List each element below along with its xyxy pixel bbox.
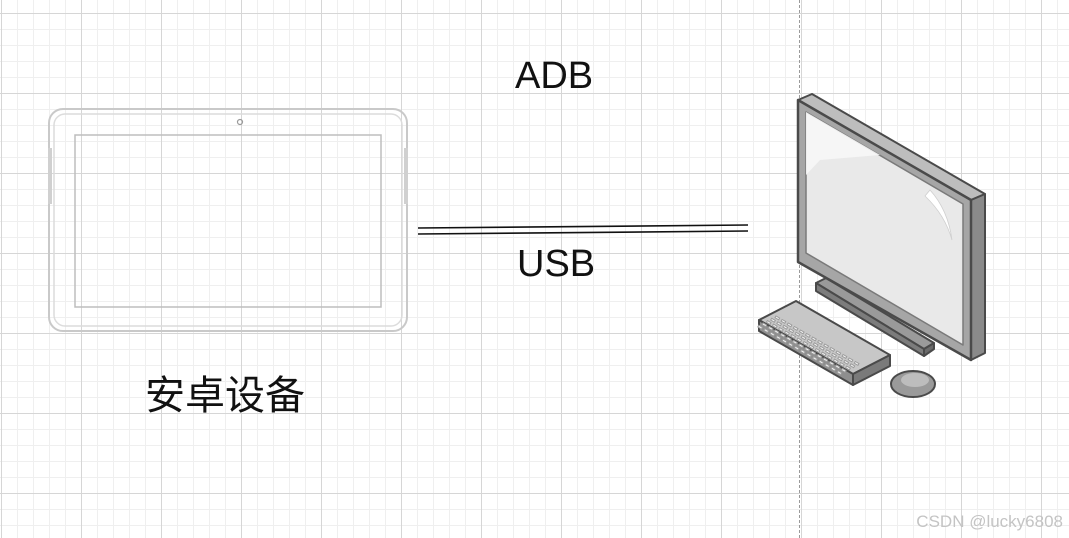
keyboard-key — [830, 366, 837, 372]
keyboard-key — [828, 360, 835, 366]
keyboard-key — [818, 359, 825, 365]
keyboard-key — [804, 346, 811, 352]
keyboard-key — [832, 358, 839, 364]
keyboard-key — [775, 335, 782, 341]
keyboard-key — [810, 350, 817, 356]
keyboard-key — [849, 363, 856, 369]
keyboard-key — [822, 357, 829, 363]
keyboard-key — [777, 326, 784, 333]
keyboard-key — [853, 360, 860, 367]
keyboard-key — [810, 336, 817, 342]
keyboard-key — [757, 324, 764, 330]
keyboard-key — [774, 315, 781, 321]
keyboard-key — [845, 365, 852, 371]
keyboard-key — [808, 344, 815, 350]
keyboard-key — [802, 340, 809, 347]
android-device-label: 安卓设备 — [145, 373, 305, 419]
keyboard-key — [790, 333, 797, 340]
usb-label: USB — [517, 243, 596, 285]
keyboard-key — [785, 336, 792, 342]
keyboard-key — [804, 332, 811, 339]
dashed-divider-line — [799, 0, 800, 538]
keyboard-key — [814, 347, 821, 354]
keyboard-key — [794, 331, 801, 337]
keyboard-key — [787, 342, 794, 348]
keyboard-key — [818, 345, 825, 351]
keyboard-key — [841, 353, 848, 360]
keyboard-key — [817, 339, 824, 346]
keyboard-key — [820, 351, 827, 357]
keyboard-key — [773, 329, 780, 335]
watermark: CSDN @lucky6808 — [916, 512, 1063, 531]
keyboard-key — [805, 352, 812, 358]
keyboard-key — [831, 352, 838, 358]
keyboard-key — [823, 343, 830, 349]
keyboard-key — [791, 339, 798, 345]
keyboard-key — [799, 349, 806, 355]
keyboard-key — [769, 331, 776, 337]
keyboard-key — [796, 337, 803, 343]
keyboard-key — [765, 319, 772, 326]
keyboard-key — [798, 329, 805, 335]
keyboard-key — [763, 328, 770, 334]
keyboard-key — [812, 356, 819, 362]
keyboard-key — [829, 346, 836, 353]
keyboard-key — [782, 324, 789, 330]
keyboard-key — [836, 370, 843, 376]
keyboard-key — [786, 322, 793, 328]
keyboard-key — [771, 323, 778, 329]
keyboard-key — [806, 338, 813, 344]
keyboard-key — [835, 350, 842, 356]
keyboard-key — [824, 349, 831, 355]
keyboard-key — [816, 353, 823, 359]
keyboard-key — [784, 330, 791, 336]
keyboard-key — [840, 367, 847, 373]
keyboard-key — [838, 361, 845, 368]
keyboard-key — [824, 363, 831, 369]
keyboard-key — [776, 321, 783, 327]
keyboard-key — [837, 356, 844, 362]
keyboard-key — [812, 342, 819, 348]
keyboard-key — [788, 328, 795, 334]
keyboard-key — [800, 335, 807, 341]
keyboard-key — [770, 317, 777, 323]
keyboard-key — [843, 359, 850, 365]
keyboard-key — [847, 357, 854, 363]
keyboard-key — [781, 338, 788, 344]
keyboard-key — [767, 325, 774, 331]
keyboard-key — [792, 325, 799, 332]
keyboard-key — [798, 343, 805, 349]
keyboard-key — [779, 332, 786, 338]
keyboard-key — [780, 318, 787, 325]
keyboard-key — [761, 322, 768, 328]
keyboard-key — [826, 354, 833, 361]
keyboard-key — [793, 345, 800, 351]
adb-label: ADB — [515, 55, 594, 97]
keyboard-key — [834, 364, 841, 370]
